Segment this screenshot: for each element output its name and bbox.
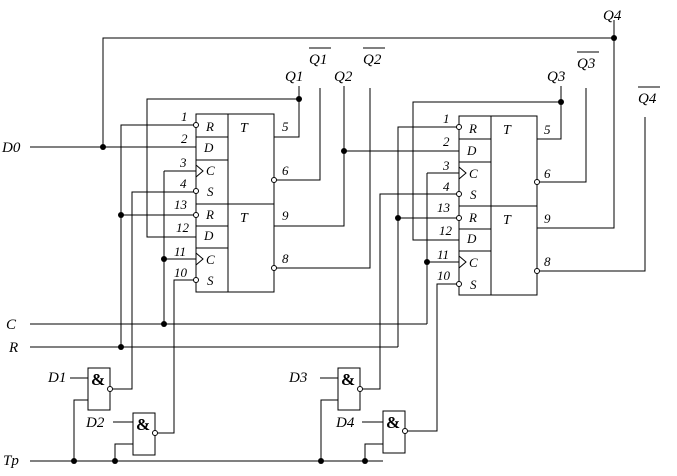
label-d0: D0 [1, 140, 21, 156]
gate-2: & [132, 412, 158, 456]
chip-right-upper-func: T [503, 123, 512, 138]
chip-left: T T R D C S R D C S 1 2 3 4 13 12 11 10 … [174, 109, 289, 293]
chip-left-upper-in-r: R [205, 119, 214, 134]
chip-right-upper-in-s: S [470, 187, 477, 202]
chip-right-pin-5: 5 [544, 122, 551, 137]
label-d1: D1 [47, 370, 66, 386]
chip-right-pin-10: 10 [437, 268, 451, 283]
svg-text:&: & [386, 413, 400, 432]
chip-left-upper-func: T [240, 121, 249, 136]
chip-left-pin-8: 8 [282, 251, 289, 266]
label-q3: Q3 [547, 69, 565, 85]
gate-3: & [337, 367, 363, 411]
chip-right-pin-2: 2 [443, 134, 450, 149]
label-q2-bar: Q2 [363, 52, 382, 68]
label-q1: Q1 [285, 69, 303, 85]
chip-right-pin-11: 11 [437, 247, 449, 262]
gate-1: & [87, 367, 113, 411]
chip-right-lower-func: T [503, 213, 512, 228]
chip-left-upper-in-c: C [206, 163, 215, 178]
label-q4: Q4 [603, 8, 622, 24]
label-tp: Tp [3, 453, 19, 469]
chip-left-pin-12: 12 [176, 220, 190, 235]
chip-left-lower-in-d: D [203, 228, 214, 243]
wiring [30, 20, 646, 462]
label-q2: Q2 [334, 69, 353, 85]
label-q3-bar: Q3 [577, 56, 595, 72]
chip-right-lower-in-d: D [466, 231, 477, 246]
chip-right-pin-8: 8 [544, 254, 551, 269]
label-d2: D2 [85, 415, 105, 431]
label-c: C [6, 317, 17, 333]
chip-left-pin-11: 11 [174, 244, 186, 259]
chip-left-lower-in-c: C [206, 252, 215, 267]
chip-left-pin-6: 6 [282, 163, 289, 178]
chip-left-lower-in-s: S [207, 273, 214, 288]
chip-right-upper-in-r: R [468, 121, 477, 136]
chip-left-pin-10: 10 [174, 265, 188, 280]
label-d4: D4 [335, 415, 355, 431]
chip-left-pin-13: 13 [174, 197, 188, 212]
label-r: R [8, 340, 18, 356]
chip-right-lower-in-c: C [469, 255, 478, 270]
svg-text:&: & [341, 370, 355, 389]
chip-right-lower-in-s: S [470, 277, 477, 292]
chip-left-pin-3: 3 [179, 155, 187, 170]
svg-text:&: & [91, 370, 105, 389]
chip-right-pin-1: 1 [443, 111, 450, 126]
chip-right-pin-9: 9 [544, 211, 551, 226]
chip-right-lower-in-r: R [468, 210, 477, 225]
chip-left-pin-5: 5 [282, 119, 289, 134]
chip-right-upper-in-c: C [469, 166, 478, 181]
signal-labels: D0 C R D1 D2 D3 D4 Tp Q1 Q1 Q2 Q2 Q3 Q3 … [1, 8, 660, 469]
chip-left-pin-4: 4 [180, 176, 187, 191]
chip-right-upper-in-d: D [466, 143, 477, 158]
chip-left-upper-in-s: S [207, 184, 214, 199]
chip-right: T T R D C S R D C S 1 2 3 4 13 12 11 10 … [437, 111, 551, 296]
label-d3: D3 [288, 370, 307, 386]
chip-right-pin-6: 6 [544, 166, 551, 181]
chip-left-lower-func: T [240, 211, 249, 226]
label-q1-bar: Q1 [309, 52, 327, 68]
junctions [71, 35, 617, 464]
chip-left-pin-9: 9 [282, 208, 289, 223]
svg-text:&: & [136, 415, 150, 434]
gate-4: & [382, 410, 408, 454]
chip-left-pin-2: 2 [181, 131, 188, 146]
chip-right-pin-3: 3 [442, 158, 450, 173]
chip-right-pin-12: 12 [439, 223, 453, 238]
label-q4-bar: Q4 [638, 91, 657, 107]
chip-right-pin-4: 4 [443, 179, 450, 194]
chip-left-upper-in-d: D [203, 140, 214, 155]
chip-right-pin-13: 13 [437, 200, 451, 215]
chip-left-pin-1: 1 [181, 109, 188, 124]
chip-left-lower-in-r: R [205, 207, 214, 222]
